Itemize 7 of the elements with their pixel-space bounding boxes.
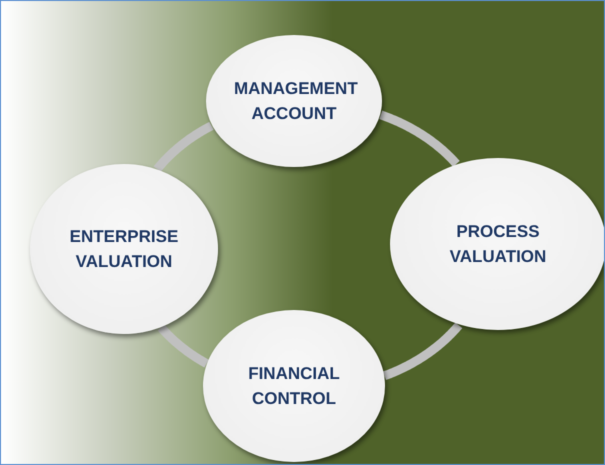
ring-connector <box>378 110 460 168</box>
node-label: PROCESS VALUATION <box>448 221 548 268</box>
ring-connector <box>154 122 215 173</box>
node-label: FINANCIAL CONTROL <box>247 363 341 410</box>
node-label: ENTERPRISE VALUATION <box>68 226 180 273</box>
ring-connector <box>157 324 210 368</box>
ring-connector <box>381 322 462 380</box>
